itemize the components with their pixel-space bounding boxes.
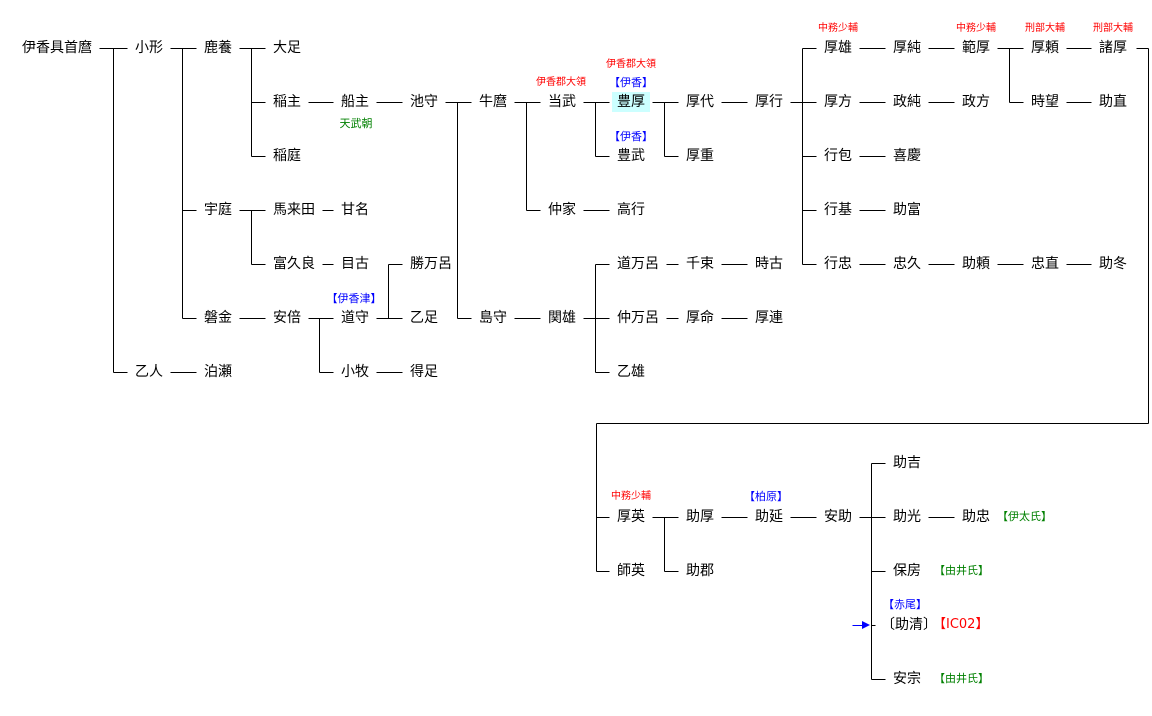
person-az[interactable]: 政方	[962, 94, 990, 110]
person-h[interactable]: 大足	[273, 40, 301, 56]
person-bc[interactable]: 時望	[1031, 94, 1059, 110]
annotation-label: 刑部大輔	[1093, 23, 1133, 34]
person-an[interactable]: 厚連	[755, 310, 783, 326]
person-a[interactable]: 伊香具首麿	[22, 40, 92, 56]
annotation-label: 中務少輔	[956, 23, 996, 34]
person-bl[interactable]: 助延	[755, 509, 783, 525]
annotation-label: 刑部大輔	[1025, 23, 1065, 34]
annotation-label: 伊香郡大領	[536, 77, 586, 88]
person-aq[interactable]: 行包	[824, 148, 852, 164]
person-as[interactable]: 行忠	[824, 256, 852, 272]
person-am[interactable]: 時古	[755, 256, 783, 272]
person-z[interactable]: 仲家	[548, 202, 576, 218]
annotation-label: 【伊香】	[609, 76, 653, 89]
person-au[interactable]: 政純	[893, 94, 921, 110]
person-v[interactable]: 得足	[410, 364, 438, 380]
person-ba[interactable]: 助頼	[962, 256, 990, 272]
person-bb[interactable]: 厚頼	[1031, 40, 1059, 56]
person-ai[interactable]: 厚重	[686, 148, 714, 164]
person-q[interactable]: 道守	[341, 310, 369, 326]
person-bf[interactable]: 助直	[1099, 94, 1127, 110]
person-n[interactable]: 船主	[341, 94, 369, 110]
person-bq[interactable]: 〔助清〕	[881, 617, 937, 633]
person-be[interactable]: 諸厚	[1099, 40, 1127, 56]
person-aa[interactable]: 関雄	[548, 310, 576, 326]
person-bd[interactable]: 忠直	[1031, 256, 1059, 272]
person-l[interactable]: 富久良	[273, 256, 315, 272]
person-bm[interactable]: 安助	[824, 509, 852, 525]
annotation-label: 【由井氏】	[934, 672, 989, 685]
person-w[interactable]: 牛麿	[479, 94, 507, 110]
person-b[interactable]: 小形	[135, 40, 163, 56]
person-bk[interactable]: 助郡	[686, 563, 714, 579]
person-g[interactable]: 泊瀬	[204, 364, 232, 380]
person-av[interactable]: 喜慶	[893, 148, 921, 164]
person-ax[interactable]: 忠久	[893, 256, 921, 272]
person-at[interactable]: 厚純	[893, 40, 921, 56]
person-ay[interactable]: 範厚	[962, 40, 990, 56]
person-bs[interactable]: 助忠	[962, 509, 990, 525]
person-e[interactable]: 宇庭	[204, 202, 232, 218]
person-bj[interactable]: 助厚	[686, 509, 714, 525]
person-aw[interactable]: 助富	[893, 202, 921, 218]
annotation-label: 【伊太氏】	[997, 510, 1052, 523]
person-s[interactable]: 池守	[410, 94, 438, 110]
person-k[interactable]: 馬来田	[273, 202, 315, 218]
annotation-label: 【伊香津】	[326, 292, 382, 305]
person-y[interactable]: 当武	[548, 94, 576, 110]
person-ao[interactable]: 厚雄	[824, 40, 852, 56]
person-ad[interactable]: 高行	[617, 202, 645, 218]
person-af[interactable]: 仲万呂	[617, 310, 659, 326]
person-r[interactable]: 小牧	[341, 364, 369, 380]
person-al[interactable]: 厚行	[755, 94, 783, 110]
person-bo[interactable]: 助光	[893, 509, 921, 525]
person-u[interactable]: 乙足	[410, 310, 438, 326]
annotation-label: 伊香郡大領	[606, 59, 656, 70]
person-c[interactable]: 乙人	[135, 364, 163, 380]
person-m[interactable]: 安倍	[273, 310, 301, 326]
person-bp[interactable]: 保房	[893, 563, 921, 579]
annotation-label: 【由井氏】	[934, 564, 989, 577]
annotation-label: 天武朝	[339, 117, 373, 130]
person-j[interactable]: 稲庭	[273, 148, 301, 164]
person-ap[interactable]: 厚方	[824, 94, 852, 110]
person-ab[interactable]: 豊厚	[612, 92, 650, 112]
person-o[interactable]: 甘名	[341, 202, 369, 218]
person-aj[interactable]: 千束	[686, 256, 714, 272]
person-t[interactable]: 勝万呂	[410, 256, 452, 272]
person-ac[interactable]: 豊武	[617, 148, 645, 164]
person-ah[interactable]: 厚代	[686, 94, 714, 110]
person-i[interactable]: 稲主	[273, 94, 301, 110]
person-p[interactable]: 目古	[341, 256, 369, 272]
person-bi[interactable]: 師英	[617, 563, 645, 579]
person-ak[interactable]: 厚命	[686, 310, 714, 326]
arrow-right-icon	[862, 621, 870, 629]
annotation-label: 【伊香】	[609, 130, 653, 143]
person-ar[interactable]: 行基	[824, 202, 852, 218]
person-br[interactable]: 安宗	[893, 671, 921, 687]
person-f[interactable]: 磐金	[204, 310, 232, 326]
person-ag[interactable]: 乙雄	[617, 364, 645, 380]
person-ae[interactable]: 道万呂	[617, 256, 659, 272]
person-bh[interactable]: 厚英	[617, 509, 645, 525]
annotation-label: 【IC02】	[933, 617, 989, 632]
person-bn[interactable]: 助吉	[893, 455, 921, 471]
person-x[interactable]: 島守	[479, 310, 507, 326]
annotation-label: 中務少輔	[611, 491, 651, 502]
person-d[interactable]: 鹿養	[204, 40, 232, 56]
annotation-label: 【赤尾】	[883, 598, 927, 611]
annotation-label: 中務少輔	[818, 23, 858, 34]
annotation-label: 【柏原】	[744, 490, 788, 503]
person-bg[interactable]: 助冬	[1099, 256, 1127, 272]
